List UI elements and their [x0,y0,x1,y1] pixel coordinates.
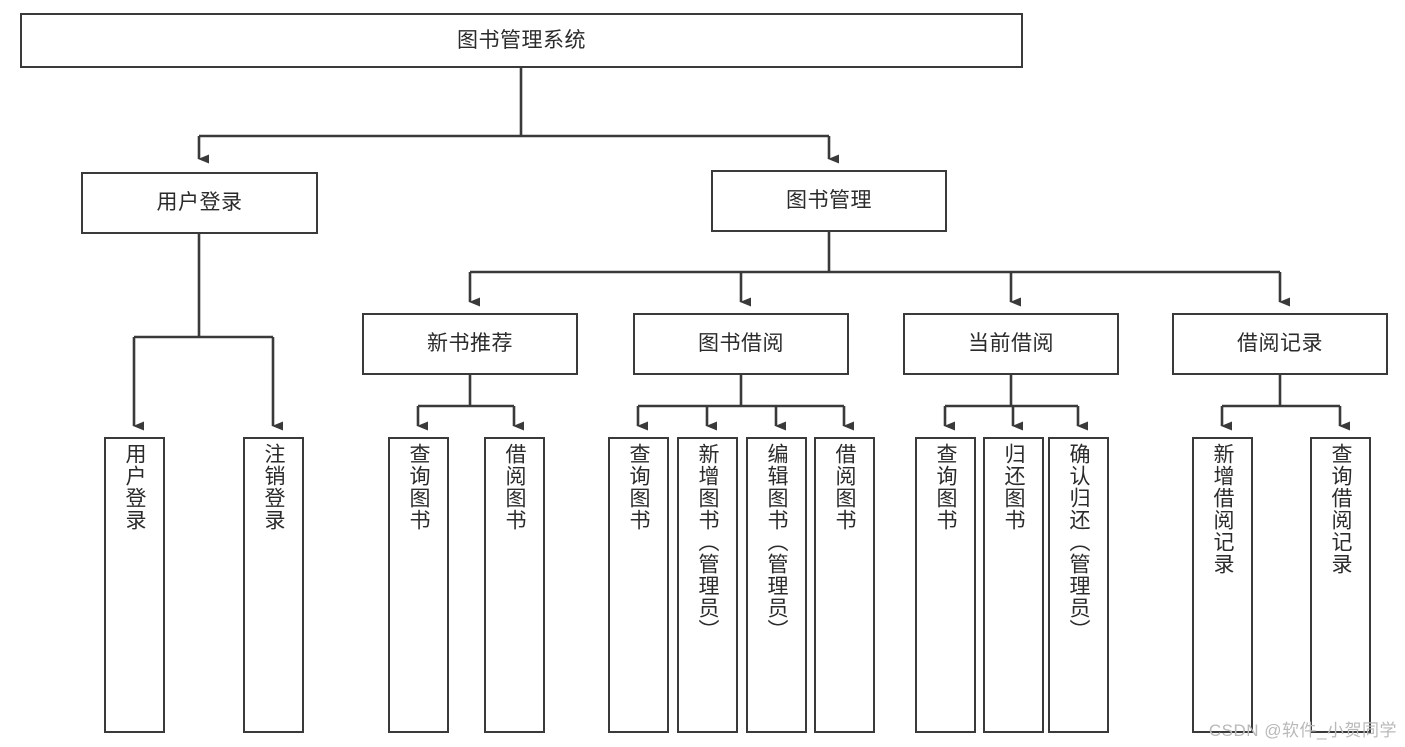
node-borrow[interactable]: 图书借阅 [633,313,849,375]
node-label-l-cu-conf: 确认归还（管理员） [1067,443,1090,641]
node-label-newbook: 新书推荐 [427,332,513,356]
node-l-rc-add[interactable]: 新增借阅记录 [1192,437,1253,733]
node-label-bookmgmt: 图书管理 [786,189,872,213]
node-label-l-cu-query: 查询图书 [934,443,957,531]
node-l-bw-edit[interactable]: 编辑图书（管理员） [746,437,807,733]
node-label-l-bw-borrow: 借阅图书 [833,443,856,531]
node-current[interactable]: 当前借阅 [903,313,1119,375]
node-l-login[interactable]: 用户登录 [104,437,165,733]
node-l-bw-borrow[interactable]: 借阅图书 [814,437,875,733]
node-label-root: 图书管理系统 [457,28,586,52]
node-label-l-bw-add: 新增图书（管理员） [696,443,719,641]
node-label-login: 用户登录 [156,191,243,215]
node-l-nb-borrow[interactable]: 借阅图书 [484,437,545,733]
node-l-logout[interactable]: 注销登录 [243,437,304,733]
node-label-l-rc-add: 新增借阅记录 [1211,443,1234,575]
node-label-borrow: 图书借阅 [698,332,784,356]
node-bookmgmt[interactable]: 图书管理 [711,170,947,232]
node-l-cu-conf[interactable]: 确认归还（管理员） [1048,437,1109,733]
node-l-bw-query[interactable]: 查询图书 [608,437,669,733]
node-l-cu-query[interactable]: 查询图书 [915,437,976,733]
node-label-l-nb-borrow: 借阅图书 [503,443,526,531]
node-l-rc-query[interactable]: 查询借阅记录 [1310,437,1371,733]
node-login[interactable]: 用户登录 [81,172,318,234]
node-l-cu-return[interactable]: 归还图书 [983,437,1044,733]
node-l-bw-add[interactable]: 新增图书（管理员） [677,437,738,733]
node-label-l-logout: 注销登录 [262,443,285,531]
node-newbook[interactable]: 新书推荐 [362,313,578,375]
node-l-nb-query[interactable]: 查询图书 [388,437,449,733]
node-label-l-nb-query: 查询图书 [407,443,430,531]
node-root[interactable]: 图书管理系统 [20,13,1023,68]
node-label-l-login: 用户登录 [123,443,146,531]
node-label-current: 当前借阅 [968,332,1054,356]
node-label-l-cu-return: 归还图书 [1002,443,1025,531]
node-label-l-rc-query: 查询借阅记录 [1329,443,1352,575]
node-label-l-bw-edit: 编辑图书（管理员） [765,443,788,641]
node-records[interactable]: 借阅记录 [1172,313,1388,375]
node-label-l-bw-query: 查询图书 [627,443,650,531]
node-label-records: 借阅记录 [1237,332,1323,356]
